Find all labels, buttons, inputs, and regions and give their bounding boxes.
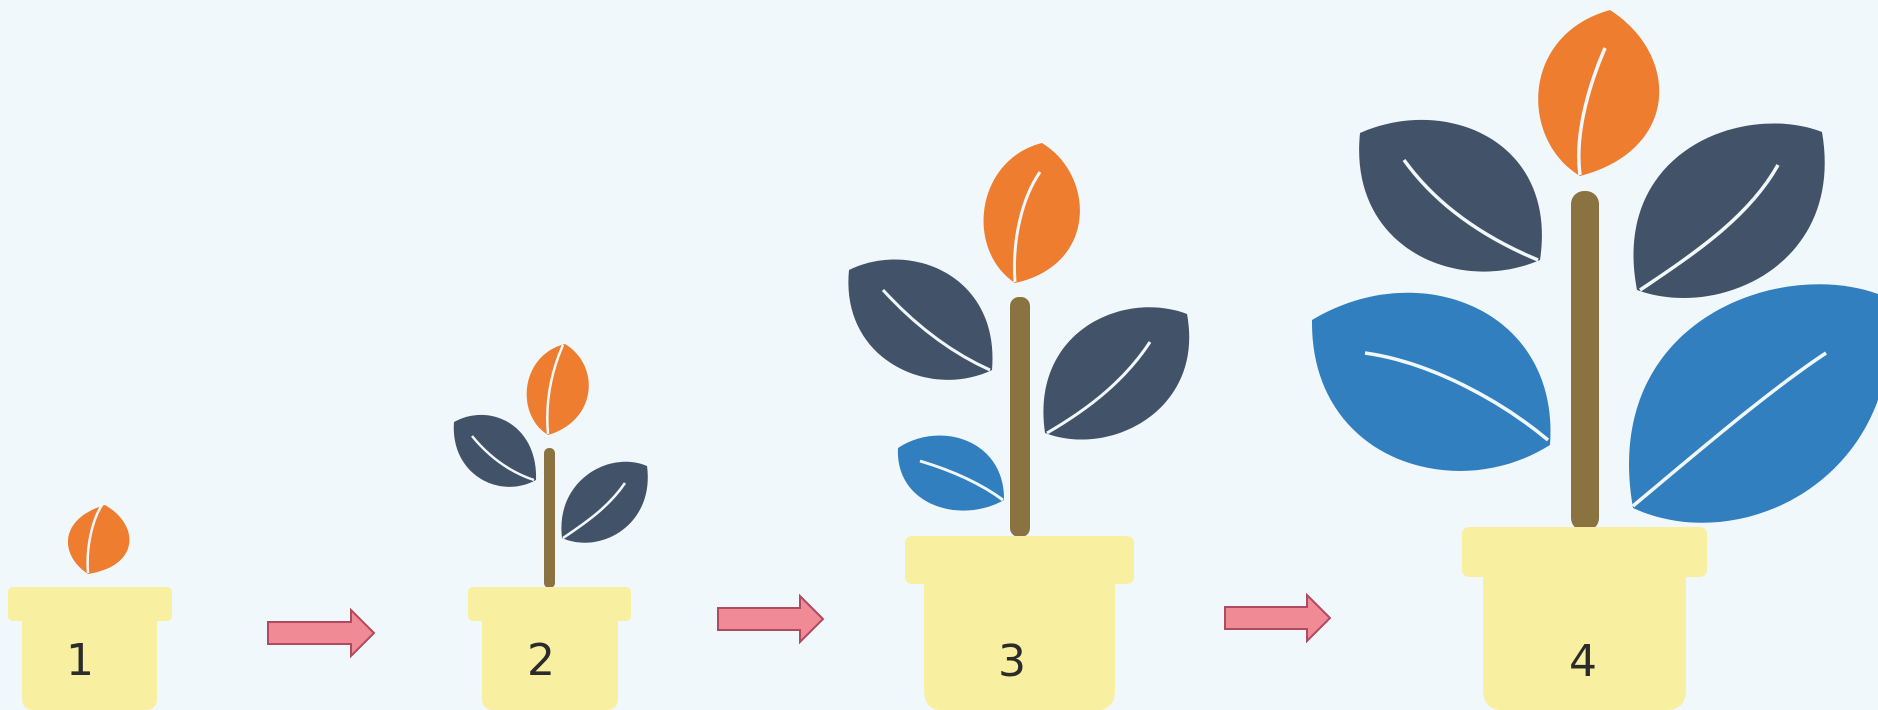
stage-1-pot bbox=[8, 587, 172, 710]
leaf-vein bbox=[1639, 164, 1780, 292]
stem bbox=[1010, 297, 1030, 537]
leaf-vein bbox=[471, 435, 535, 482]
leaf-vein bbox=[1046, 341, 1152, 435]
leaf-vein bbox=[1402, 158, 1539, 262]
stem bbox=[544, 448, 555, 588]
pot-rim bbox=[468, 587, 631, 621]
leaf-vein bbox=[1364, 351, 1550, 442]
leaf-icon bbox=[1311, 292, 1551, 471]
stage-2: 2 bbox=[453, 344, 648, 710]
leaf-vein bbox=[1577, 47, 1607, 176]
stage-3-pot bbox=[905, 536, 1134, 710]
leaf-vein bbox=[86, 504, 104, 574]
pot-body bbox=[924, 582, 1115, 710]
leaf-icon bbox=[1043, 307, 1190, 440]
right-arrow-icon bbox=[717, 593, 825, 645]
leaf-icon bbox=[561, 461, 648, 543]
leaf-icon bbox=[453, 414, 537, 487]
pot-body bbox=[1483, 575, 1686, 710]
leaf-vein bbox=[546, 344, 565, 435]
step-number-4: 4 bbox=[1569, 636, 1597, 687]
pot-body bbox=[22, 620, 157, 710]
leaf-vein bbox=[1631, 351, 1827, 508]
pot-rim bbox=[905, 536, 1134, 584]
step-number-1: 1 bbox=[66, 635, 94, 686]
leaf-icon bbox=[1629, 284, 1878, 523]
right-arrow-icon bbox=[267, 607, 376, 659]
leaf-icon bbox=[1633, 123, 1825, 298]
leaf-icon bbox=[67, 505, 130, 574]
pot-body bbox=[482, 620, 618, 710]
stage-2-pot bbox=[468, 587, 631, 710]
leaf-icon bbox=[1538, 10, 1660, 176]
step-number-2: 2 bbox=[527, 635, 555, 686]
stage-4: 4 bbox=[1311, 10, 1878, 710]
pot-rim bbox=[8, 587, 172, 621]
pot-rim bbox=[1462, 527, 1707, 577]
stage-4-pot bbox=[1462, 527, 1707, 710]
leaf-icon bbox=[1359, 119, 1542, 272]
leaf-vein bbox=[919, 459, 1004, 502]
stage-1-seedling bbox=[67, 504, 130, 574]
stage-1: 1 bbox=[8, 504, 172, 710]
stage-3: 3 bbox=[848, 143, 1190, 710]
leaf-icon bbox=[983, 143, 1080, 283]
step-number-3: 3 bbox=[998, 636, 1026, 687]
leaf-vein bbox=[562, 482, 627, 540]
leaf-vein bbox=[881, 288, 991, 372]
right-arrow-icon bbox=[1224, 592, 1332, 644]
leaf-vein bbox=[1013, 171, 1042, 283]
stem bbox=[1571, 191, 1599, 531]
leaf-icon bbox=[526, 344, 589, 435]
